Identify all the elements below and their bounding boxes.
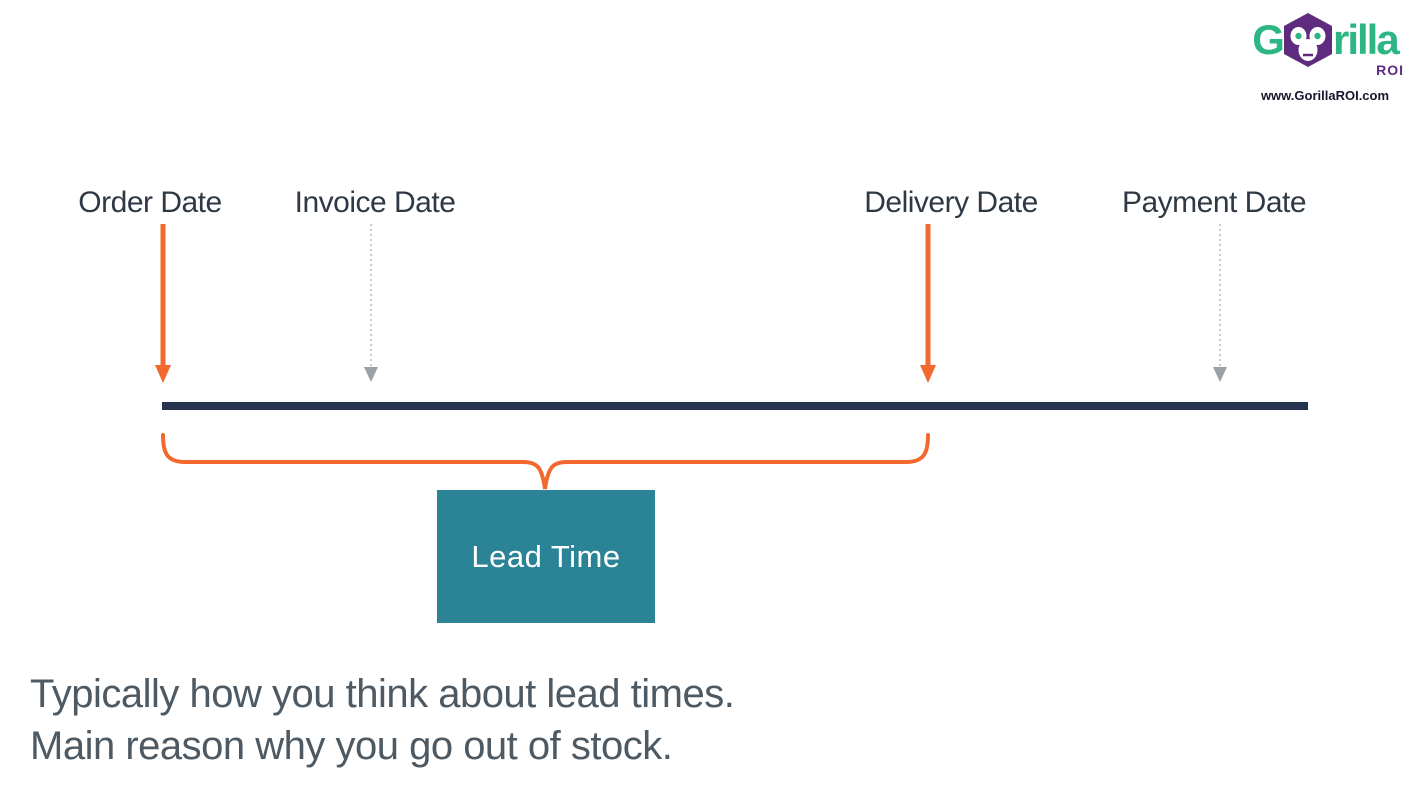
- logo-roi-text: ROI: [1376, 62, 1404, 78]
- label-order-date: Order Date: [78, 186, 222, 219]
- label-invoice-date: Invoice Date: [294, 186, 456, 219]
- logo-wordmark: G rilla: [1240, 12, 1410, 68]
- caption: Typically how you think about lead times…: [30, 668, 735, 772]
- lead-time-label: Lead Time: [471, 538, 621, 574]
- logo-website-url: www.GorillaROI.com: [1260, 88, 1390, 103]
- label-delivery-date: Delivery Date: [864, 186, 1038, 219]
- gorilla-roi-logo: G rilla ROI www.GorillaROI.com: [1240, 12, 1410, 103]
- caption-line-2: Main reason why you go out of stock.: [30, 724, 673, 768]
- logo-text-g: G: [1252, 16, 1285, 63]
- order-date-arrow: [155, 224, 171, 383]
- label-payment-date: Payment Date: [1121, 186, 1307, 219]
- payment-date-arrow: [1213, 224, 1227, 382]
- timeline-line: [162, 402, 1308, 410]
- lead-time-brace: [161, 433, 930, 490]
- delivery-date-arrow: [920, 224, 936, 383]
- lead-time-box: Lead Time: [437, 490, 655, 623]
- logo-text-rilla: rilla: [1332, 16, 1400, 63]
- invoice-date-arrow: [364, 224, 378, 382]
- monkey-hexagon-icon: [1283, 13, 1332, 67]
- caption-line-1: Typically how you think about lead times…: [30, 672, 735, 716]
